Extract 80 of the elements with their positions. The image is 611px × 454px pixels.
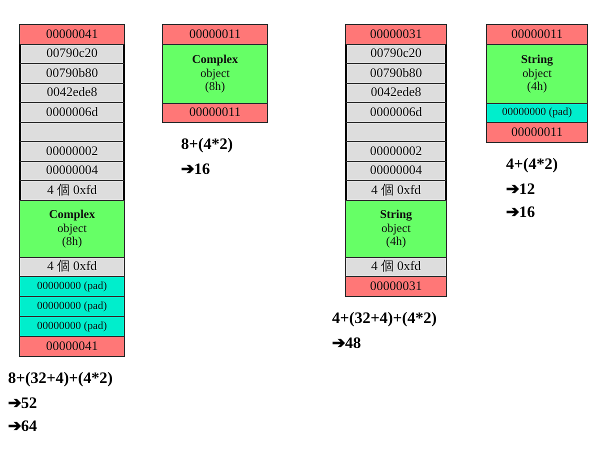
cell-value: 00790c20	[46, 46, 98, 62]
cell-value: 4 個 0xfd	[47, 182, 97, 198]
object-size: object (4h)	[522, 66, 552, 94]
memory-cell	[345, 82, 447, 103]
object-block	[345, 200, 447, 258]
size-result: ➔16	[506, 202, 535, 222]
memory-cell	[19, 180, 125, 200]
cell-value: 00000000 (pad)	[37, 320, 107, 333]
cell-value: 00790b80	[46, 66, 98, 81]
cell-value: 00000041	[46, 26, 98, 42]
empty-cell	[19, 122, 125, 142]
memory-cell	[19, 82, 125, 103]
size-result: ➔52	[8, 394, 37, 412]
size-formula: 4+(32+4)+(4*2)	[332, 310, 437, 328]
padding-cell	[19, 316, 125, 337]
memory-cell	[345, 180, 447, 200]
cookie-cell	[19, 336, 125, 356]
size-result: ➔12	[506, 180, 535, 198]
object-type: String	[380, 208, 412, 222]
cell-value: 00000041	[46, 338, 98, 354]
object-block	[19, 200, 125, 258]
cell-value: 00000031	[370, 278, 422, 294]
cell-value: 00000000 (pad)	[37, 280, 107, 293]
cookie-cell	[345, 276, 447, 296]
object-type: String	[520, 52, 553, 67]
object-type: Complex	[49, 208, 95, 222]
size-result: ➔64	[8, 416, 37, 436]
cell-value: 00790c20	[370, 46, 422, 62]
cookie-cell	[162, 24, 268, 44]
cell-value: 00000002	[370, 144, 422, 159]
padding-cell	[486, 102, 588, 123]
cookie-cell	[345, 24, 447, 44]
cell-value: 0000006d	[370, 104, 422, 120]
size-formula: 4+(4*2)	[506, 156, 558, 174]
object-type: Complex	[192, 52, 238, 67]
cell-value: 0000006d	[46, 104, 98, 120]
size-formula: 8+(32+4)+(4*2)	[8, 370, 113, 388]
size-formula: 8+(4*2)	[181, 136, 233, 154]
cell-value: 00000011	[511, 26, 563, 42]
cell-value: 00000004	[46, 163, 98, 178]
cell-value: 00000011	[511, 124, 563, 140]
cookie-cell	[486, 24, 588, 44]
cell-value: 0042ede8	[46, 85, 98, 100]
cell-value: 4 個 0xfd	[371, 259, 421, 274]
object-size: object (4h)	[381, 222, 411, 250]
size-result: ➔48	[332, 334, 361, 352]
cell-value: 00000002	[46, 144, 98, 159]
memory-cell	[345, 44, 447, 64]
cell-value: 4 個 0xfd	[47, 259, 97, 274]
cookie-cell	[19, 24, 125, 44]
padding-cell	[19, 296, 125, 317]
memory-cell	[19, 160, 125, 181]
memory-cell	[19, 256, 125, 277]
cell-value: 0042ede8	[370, 85, 422, 100]
memory-cell	[19, 63, 125, 84]
object-block	[486, 44, 588, 104]
memory-cell	[19, 44, 125, 64]
object-size: object (8h)	[56, 222, 88, 250]
cookie-cell	[162, 102, 268, 123]
cell-value: 00000004	[370, 163, 422, 178]
cell-value: 00000000 (pad)	[37, 300, 107, 313]
cell-value: 00000000 (pad)	[502, 106, 572, 120]
memory-cell	[345, 63, 447, 84]
cell-value: 00000031	[370, 26, 422, 42]
cell-value: 4 個 0xfd	[371, 182, 421, 198]
empty-cell	[345, 122, 447, 142]
memory-cell	[345, 141, 447, 162]
cell-value: 00790b80	[370, 66, 422, 81]
size-result: ➔16	[181, 160, 210, 179]
memory-cell	[19, 102, 125, 122]
memory-cell	[345, 102, 447, 122]
object-size: object (8h)	[199, 66, 231, 94]
memory-cell	[345, 256, 447, 277]
memory-cell	[19, 141, 125, 162]
cookie-cell	[486, 122, 588, 142]
cell-value: 00000011	[189, 26, 241, 42]
padding-cell	[19, 276, 125, 297]
cell-value: 00000011	[189, 105, 241, 120]
memory-cell	[345, 160, 447, 181]
object-block	[162, 44, 268, 104]
